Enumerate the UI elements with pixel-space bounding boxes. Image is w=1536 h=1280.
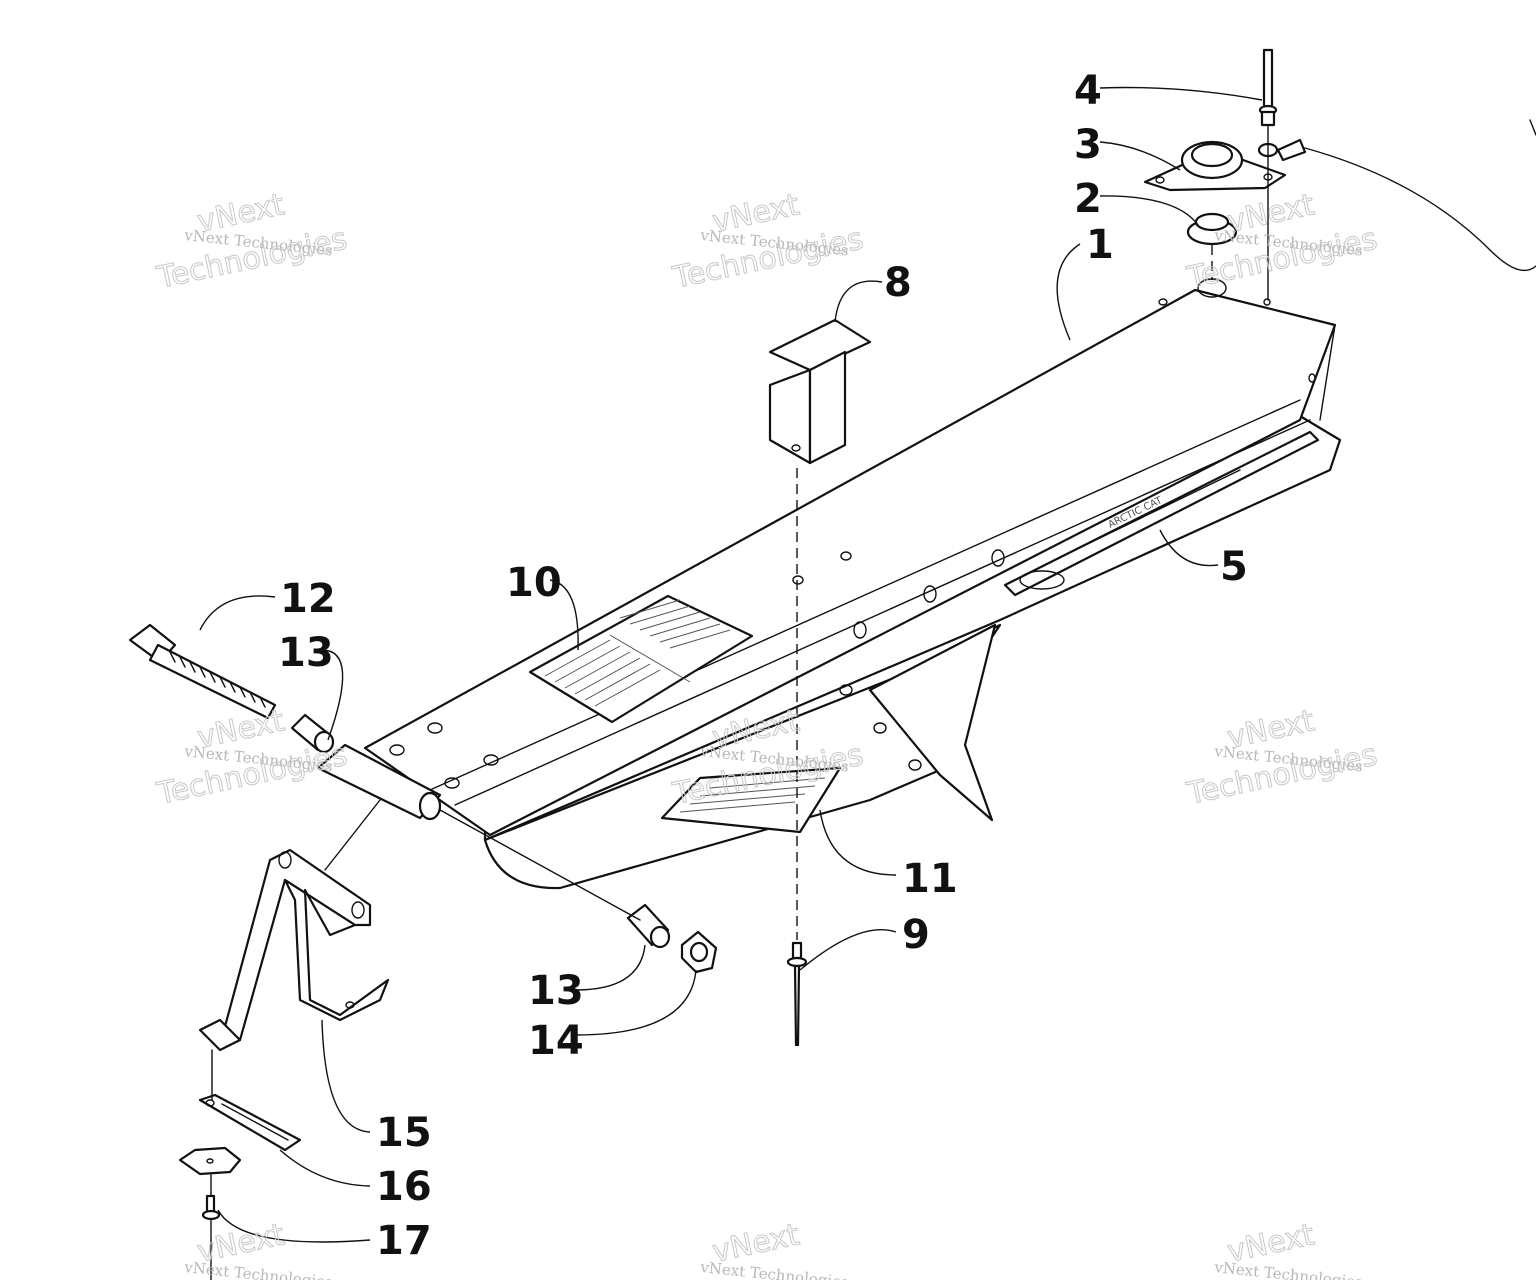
callout-1: 1 (1086, 222, 1114, 268)
cup-mount-part-3 (1143, 140, 1287, 192)
callout-16: 16 (376, 1164, 432, 1210)
callout-17: 17 (376, 1218, 432, 1264)
watermark-6: vNext vNext Technologies Technologies (1183, 703, 1381, 813)
svg-text:vNext Technologies: vNext Technologies (1213, 1258, 1364, 1280)
watermark-7: vNext vNext Technologies (183, 1217, 334, 1280)
bushing-part-13-lower (626, 903, 671, 949)
watermark-2: vNext vNext Technologies Technologies (669, 187, 867, 297)
svg-text:vNext Technologies: vNext Technologies (699, 1258, 850, 1280)
center-lines (210, 124, 1269, 1196)
warning-decal-part-10 (528, 594, 754, 724)
watermark-1: vNext vNext Technologies Technologies (153, 187, 351, 297)
watermark-3: vNext vNext Technologies Technologies (1183, 187, 1381, 297)
callout-5: 5 (1220, 544, 1248, 590)
callout-14: 14 (528, 1018, 584, 1064)
callout-12: 12 (280, 576, 336, 622)
bolt-part-12 (128, 623, 277, 720)
rivet-part-4 (1258, 48, 1278, 127)
callout-11: 11 (902, 856, 958, 902)
callout-9: 9 (902, 912, 930, 958)
leader-lines (199, 86, 1263, 1243)
callout-labels: 1 2 3 4 5 8 9 10 11 12 13 13 14 15 16 17 (278, 68, 1248, 1264)
strip-part-16 (198, 1093, 302, 1152)
watermark-4: vNext vNext Technologies Technologies (153, 703, 351, 813)
rivet-part-9 (786, 941, 808, 1047)
callout-2: 2 (1074, 176, 1102, 222)
watermark-9: vNext vNext Technologies (1213, 1217, 1364, 1280)
callout-4: 4 (1074, 68, 1102, 114)
callout-13-lower: 13 (528, 968, 584, 1014)
tray-holes (389, 278, 1316, 789)
watermark-8: vNext vNext Technologies (699, 1217, 850, 1280)
callout-13-upper: 13 (278, 630, 334, 676)
washer-part-16 (178, 1146, 242, 1176)
svg-text:vNext Technologies: vNext Technologies (183, 1258, 334, 1280)
warning-decal-part-11 (660, 766, 842, 834)
nut-part-14 (680, 930, 718, 974)
clip-part-8 (768, 318, 872, 465)
pivot-tube (316, 743, 442, 821)
bushing-part-13-upper (290, 713, 335, 754)
callout-3: 3 (1074, 122, 1102, 168)
callout-8: 8 (884, 260, 912, 306)
grommet-part-2 (1186, 212, 1238, 246)
rivet-part-17 (201, 1194, 221, 1280)
callout-10: 10 (506, 560, 562, 606)
callout-15: 15 (376, 1110, 432, 1156)
bracket-part-15 (198, 848, 390, 1052)
